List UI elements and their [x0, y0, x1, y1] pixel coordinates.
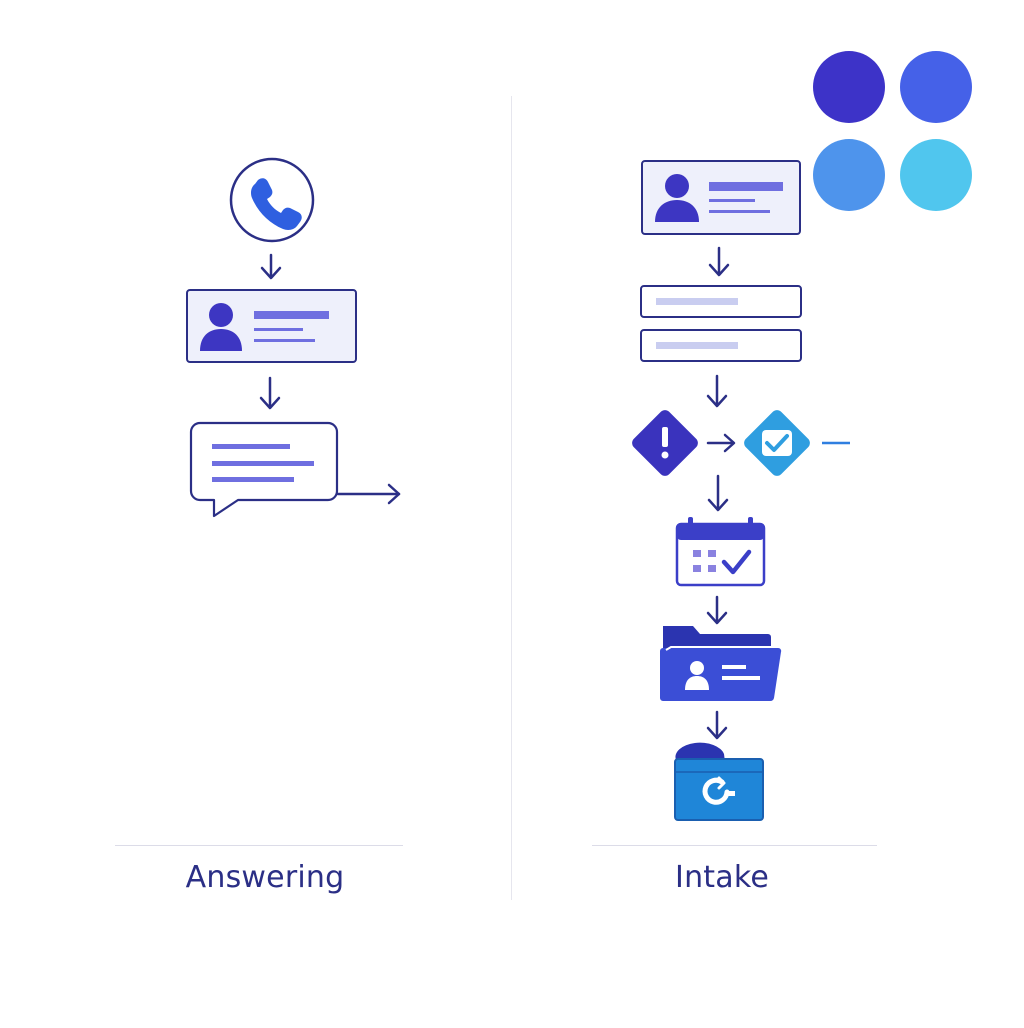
- intake-underline: [592, 845, 877, 846]
- intake-flow: Intake: [512, 0, 1024, 1024]
- sync-folder-icon: [674, 742, 764, 821]
- contact-card-icon: [641, 160, 801, 235]
- arrow-down-icon: [706, 374, 728, 408]
- calendar-check-icon: [675, 517, 766, 587]
- arrow-down-icon: [706, 595, 728, 625]
- column-divider: [511, 96, 512, 900]
- palette-dot-cyan: [900, 139, 972, 211]
- palette-dot-blue: [900, 51, 972, 123]
- answering-flow: Answering: [0, 0, 512, 1024]
- check-diamond-icon: [744, 410, 810, 476]
- arrow-right-icon: [706, 433, 736, 453]
- answering-underline: [115, 845, 403, 846]
- phone-icon: [229, 157, 315, 243]
- contact-card-icon: [186, 289, 357, 363]
- arrow-down-icon: [706, 710, 728, 740]
- palette-dot-indigo: [813, 51, 885, 123]
- arrow-down-icon: [260, 253, 282, 280]
- arrow-down-icon: [707, 474, 729, 512]
- answering-flow-graphic: [186, 157, 401, 518]
- chat-bubble-icon: [189, 421, 339, 518]
- arrow-down-icon: [708, 246, 730, 277]
- contact-folder-icon: [660, 626, 782, 702]
- alert-diamond-icon: [632, 410, 698, 476]
- arrow-down-icon: [259, 376, 281, 410]
- form-field-icon: [640, 285, 802, 362]
- intake-label: Intake: [675, 860, 769, 895]
- answering-label: Answering: [185, 860, 345, 895]
- palette-dot-sky: [813, 139, 885, 211]
- arrow-right-icon: [336, 483, 401, 505]
- intake-flow-graphic: [632, 160, 850, 821]
